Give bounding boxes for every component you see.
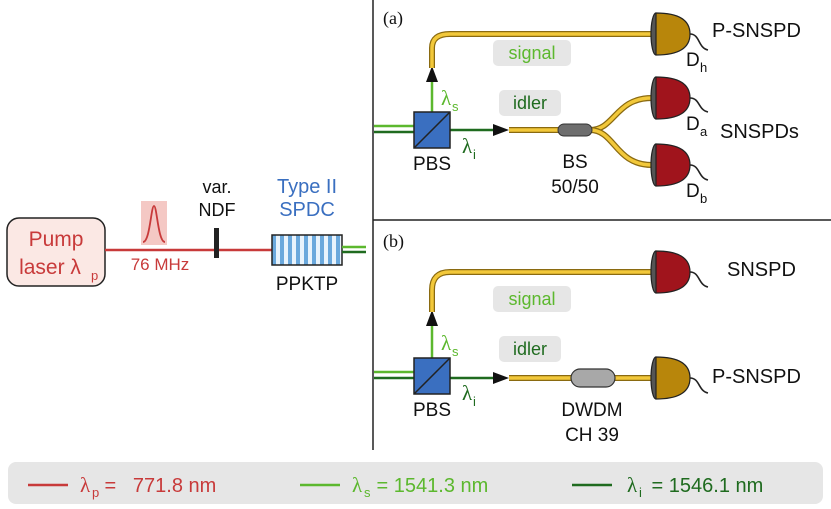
a-signal-tag-bg xyxy=(493,40,571,66)
a-bs-label-line1: BS xyxy=(562,152,587,173)
legend-idler-value: = 1546.1 nm xyxy=(646,475,763,497)
ndf-line2: NDF xyxy=(199,200,236,220)
a-signal-fiber xyxy=(430,32,652,68)
pump-label-sub: p xyxy=(91,268,98,283)
a-bs-label-line2: 50/50 xyxy=(551,177,599,198)
a-det-mid-name: D xyxy=(686,114,700,135)
b-detector-bot xyxy=(650,356,709,400)
pulse-icon xyxy=(142,205,166,243)
pulse-icon-bg xyxy=(141,201,167,245)
legend-signal-sub: s xyxy=(364,485,371,500)
ndf-line1: var. xyxy=(202,177,231,197)
a-signal-tag: signal xyxy=(508,43,555,63)
a-det-top-name: D xyxy=(686,50,700,71)
b-detector-top xyxy=(650,250,709,294)
legend-idler-sub: i xyxy=(639,485,642,500)
rep-rate: 76 MHz xyxy=(131,255,190,274)
a-pbs-label: PBS xyxy=(413,154,451,175)
b-det-bot-label: P-SNSPD xyxy=(712,366,801,388)
a-det-bot-sub: b xyxy=(700,191,707,206)
a-pair-label: SNSPDs xyxy=(720,121,799,143)
a-detector-top xyxy=(650,12,709,56)
legend-pump-symbol: λ xyxy=(80,473,91,497)
a-detector-mid xyxy=(650,76,709,120)
b-idler-tag: idler xyxy=(513,339,547,359)
a-detector-bot xyxy=(650,143,709,187)
ppktp-crystal: Type II SPDC PPKTP xyxy=(271,176,343,295)
pump-label-line1: Pump xyxy=(29,228,84,251)
b-lambda-s: λ xyxy=(441,331,452,355)
legend-pump-sub: p xyxy=(92,485,99,500)
panel-a-label: (a) xyxy=(383,8,403,29)
b-signal-fiber xyxy=(430,270,652,312)
a-det-mid-sub: a xyxy=(700,124,708,139)
b-pbs xyxy=(413,357,451,395)
a-det-top-label: P-SNSPD xyxy=(712,20,801,42)
a-beamsplitter xyxy=(557,123,593,137)
b-lambda-s-sub: s xyxy=(452,344,459,359)
a-det-bot-name: D xyxy=(686,181,700,202)
legend-signal-symbol: λ xyxy=(352,473,363,497)
b-lambda-i-sub: i xyxy=(473,394,476,409)
legend-signal-value: = 1541.3 nm xyxy=(371,475,488,497)
a-lambda-s: λ xyxy=(441,86,452,110)
a-det-top-sub: h xyxy=(700,60,707,75)
ndf: var. NDF xyxy=(199,177,236,258)
a-idler-tag-bg xyxy=(499,90,561,116)
pump-label-line2: laser λ xyxy=(19,256,81,279)
b-dwdm xyxy=(570,368,616,388)
b-dwdm-line2: CH 39 xyxy=(565,425,619,446)
b-idler-tag-bg xyxy=(499,336,561,362)
a-lambda-i-sub: i xyxy=(473,147,476,162)
b-signal-coupler-icon xyxy=(426,310,438,326)
b-dwdm-line1: DWDM xyxy=(561,400,622,421)
panel-b-label: (b) xyxy=(383,231,404,252)
a-bs-fiber-lower xyxy=(589,128,653,167)
b-lambda-i: λ xyxy=(462,381,473,405)
a-lambda-s-sub: s xyxy=(452,99,459,114)
legend-idler-symbol: λ xyxy=(627,473,638,497)
crystal-type-line1: Type II xyxy=(277,176,337,198)
b-det-top-label: SNSPD xyxy=(727,259,796,281)
b-idler-coupler-icon xyxy=(493,372,509,384)
b-pbs-label: PBS xyxy=(413,400,451,421)
crystal-name: PPKTP xyxy=(276,274,338,295)
pump-laser: Pump laser λ p xyxy=(6,217,106,287)
a-idler-coupler-icon xyxy=(493,124,509,136)
legend: λ p = 771.8 nm λ s = 1541.3 nm λ i = 154… xyxy=(8,462,823,504)
legend-pump-value: = 771.8 nm xyxy=(99,475,216,497)
a-pbs xyxy=(413,111,451,149)
a-signal-coupler-icon xyxy=(426,66,438,82)
crystal-type-line2: SPDC xyxy=(279,199,335,221)
a-idler-tag: idler xyxy=(513,93,547,113)
b-signal-tag-bg xyxy=(493,286,571,312)
a-lambda-i: λ xyxy=(462,134,473,158)
b-signal-tag: signal xyxy=(508,289,555,309)
